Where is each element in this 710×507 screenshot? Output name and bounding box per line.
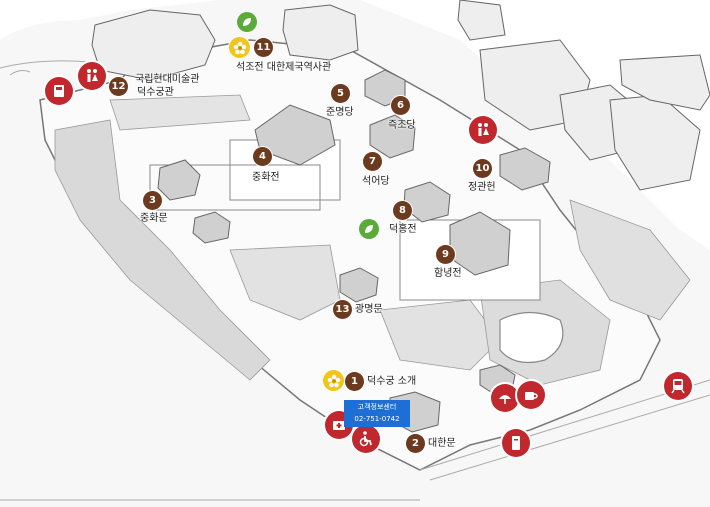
- subway-icon[interactable]: [664, 372, 692, 400]
- place-label-3[interactable]: 중화문: [140, 213, 168, 224]
- place-label-2[interactable]: 대한문: [428, 438, 456, 449]
- place-label-13[interactable]: 광명문: [355, 304, 383, 315]
- place-label-5[interactable]: 준명당: [326, 107, 354, 118]
- place-marker-4[interactable]: 4: [253, 147, 272, 166]
- info-center-title: 고객정보센터: [357, 403, 397, 411]
- place-marker-13[interactable]: 13: [333, 300, 352, 319]
- atm-icon[interactable]: [45, 77, 73, 105]
- place-label-9[interactable]: 함녕전: [434, 268, 462, 279]
- place-marker-3[interactable]: 3: [143, 191, 162, 210]
- place-label-10[interactable]: 정관헌: [468, 182, 496, 193]
- place-label-4[interactable]: 중화전: [252, 172, 280, 183]
- place-label-12b[interactable]: 덕수궁관: [137, 87, 174, 98]
- restroom-icon[interactable]: [78, 62, 106, 90]
- flower-highlight-icon[interactable]: [323, 370, 344, 391]
- place-marker-1[interactable]: 1: [345, 372, 364, 391]
- cafe-icon[interactable]: [517, 381, 545, 409]
- place-marker-12[interactable]: 12: [109, 77, 128, 96]
- place-label-11[interactable]: 석조전 대한제국역사관: [236, 62, 332, 73]
- leaf-highlight-icon[interactable]: [359, 219, 379, 239]
- place-marker-2[interactable]: 2: [406, 434, 425, 453]
- place-label-7[interactable]: 석어당: [362, 176, 390, 187]
- place-marker-7[interactable]: 7: [363, 152, 382, 171]
- info-center-phone: 02-751-0742: [354, 415, 400, 423]
- restroom-icon[interactable]: [469, 116, 497, 144]
- place-marker-8[interactable]: 8: [393, 201, 412, 220]
- flower-highlight-icon[interactable]: [229, 37, 250, 58]
- place-marker-10[interactable]: 10: [473, 159, 492, 178]
- place-marker-11[interactable]: 11: [254, 38, 273, 57]
- place-marker-5[interactable]: 5: [331, 84, 350, 103]
- place-label-8[interactable]: 덕홍전: [389, 224, 417, 235]
- place-marker-9[interactable]: 9: [436, 245, 455, 264]
- souvenir-icon[interactable]: [491, 384, 519, 412]
- wheelchair-icon[interactable]: [352, 425, 380, 453]
- leaf-highlight-icon[interactable]: [237, 12, 257, 32]
- locker-icon[interactable]: [502, 429, 530, 457]
- place-marker-6[interactable]: 6: [391, 96, 410, 115]
- place-label-6[interactable]: 즉조당: [388, 120, 416, 131]
- place-label-1[interactable]: 덕수궁 소개: [367, 376, 417, 387]
- info-center-box[interactable]: 고객정보센터 02-751-0742: [344, 400, 410, 427]
- place-label-12a[interactable]: 국립현대미술관: [135, 74, 200, 85]
